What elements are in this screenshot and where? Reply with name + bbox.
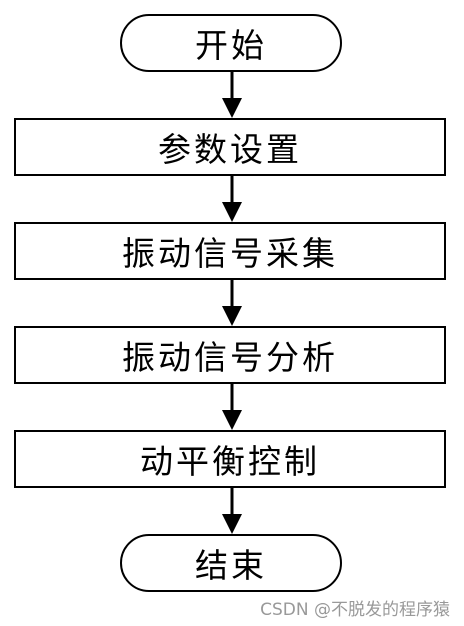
arrow-down-icon: [222, 384, 242, 430]
step-vibration-acquisition: 振动信号采集: [14, 222, 446, 280]
arrow-down-icon: [222, 72, 242, 118]
arrow-down-icon: [222, 280, 242, 326]
step-label: 参数设置: [158, 130, 302, 169]
step-label: 振动信号采集: [122, 234, 338, 273]
start-node: 开始: [120, 14, 342, 72]
step-dynamic-balance-control: 动平衡控制: [14, 430, 446, 488]
arrow-down-icon: [222, 488, 242, 534]
end-label: 结束: [195, 546, 267, 585]
step-vibration-analysis: 振动信号分析: [14, 326, 446, 384]
step-label: 振动信号分析: [122, 338, 338, 377]
start-label: 开始: [195, 26, 267, 65]
end-node: 结束: [120, 534, 342, 592]
step-parameter-setting: 参数设置: [14, 118, 446, 176]
arrow-down-icon: [222, 176, 242, 222]
step-label: 动平衡控制: [140, 442, 320, 481]
watermark: CSDN @不脱发的程序猿: [260, 600, 450, 620]
